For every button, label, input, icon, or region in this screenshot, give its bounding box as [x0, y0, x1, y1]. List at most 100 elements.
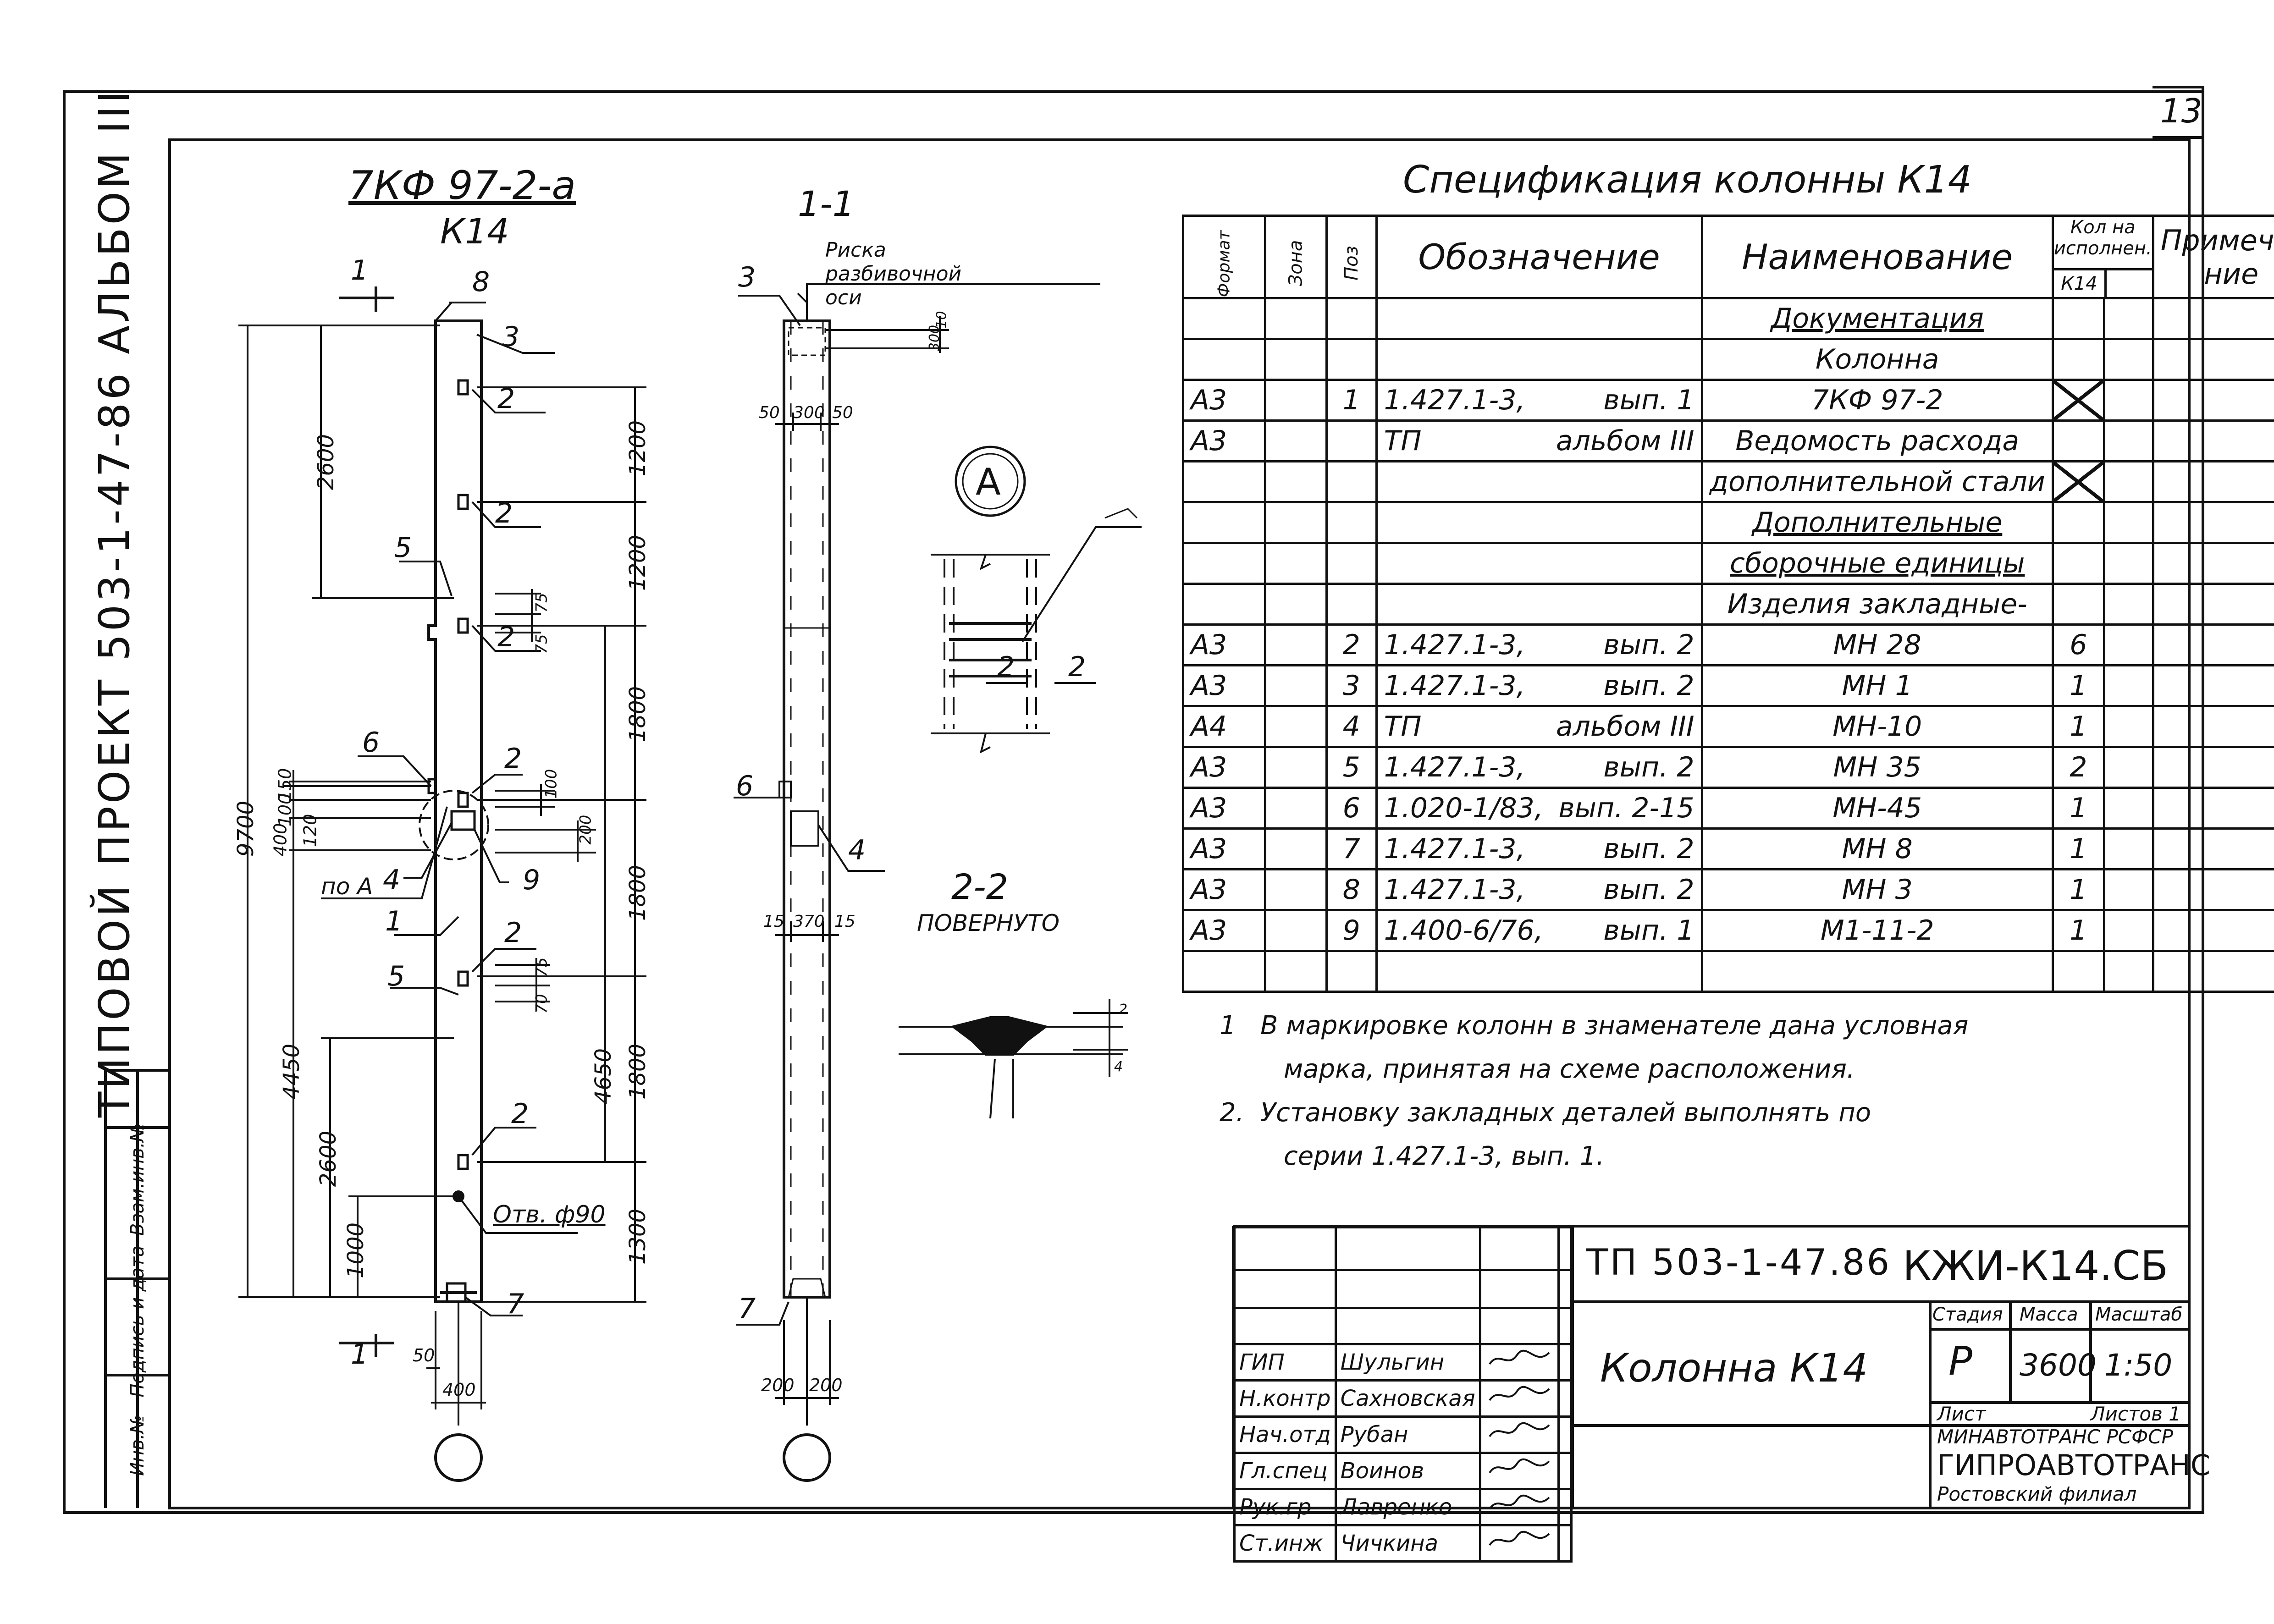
spec-cell-format: А4 — [1181, 705, 1267, 748]
dim-left-2600-bot: 2600 — [315, 1130, 342, 1187]
spec-cell-format: А3 — [1181, 868, 1267, 911]
s11-callout-3: 3 — [738, 261, 756, 293]
dim-right-1800a: 1800 — [625, 686, 651, 743]
column-outline — [427, 319, 483, 1303]
tb-signature — [1479, 1415, 1560, 1454]
spec-cell-pos: 2 — [1325, 623, 1378, 666]
spec-cell-format — [1181, 542, 1267, 585]
spec-cell-name: Изделия закладные- — [1700, 583, 2054, 626]
spec-cell-qty — [2051, 338, 2105, 381]
section22-title: 2-2 — [951, 866, 1009, 907]
spec-cell-qty — [2051, 419, 2105, 462]
spec-cell-format — [1181, 338, 1267, 381]
callout-2c: 2 — [497, 621, 515, 653]
spec-cell-qty-extra — [2103, 787, 2154, 830]
column-mark: 7КФ 97-2-а — [348, 163, 576, 209]
signature-scribble — [1489, 1349, 1550, 1365]
spec-cell-designation — [1375, 950, 1550, 993]
dim-right-1300: 1300 — [625, 1208, 651, 1265]
s22-dim-2: 2 — [1119, 1002, 1128, 1018]
spec-cell-qty: 2 — [2051, 746, 2105, 789]
s11-dim-300: 300 — [793, 403, 825, 422]
spec-cell-designation-issue — [1549, 583, 1703, 626]
tb-empty-cell — [1557, 1269, 1573, 1309]
side-stamp-frame — [104, 1069, 170, 1508]
spec-cell-qty: 1 — [2051, 827, 2105, 870]
section11-note-text: Риска разбивочной оси — [825, 238, 962, 309]
s11-dim-200b: 200 — [809, 1375, 843, 1395]
tb-role: Рук.гр — [1233, 1488, 1337, 1526]
dim-right-1200b: 1200 — [625, 534, 651, 591]
section22-subtitle: повернуто — [917, 910, 1060, 936]
spec-row: дополнительной стали — [1181, 460, 2274, 503]
dim-mid-100: 100 — [542, 769, 561, 799]
page-number-box — [2153, 86, 2204, 139]
spec-cell-format: А3 — [1181, 827, 1267, 870]
section-mark-top: 1 — [351, 254, 369, 286]
tb-date — [1557, 1524, 1573, 1563]
spec-h-zone: Зона — [1264, 215, 1328, 299]
spec-cell-designation-issue — [1549, 542, 1703, 585]
dim-mid-200: 200 — [576, 815, 595, 845]
spec-cell-designation-issue: вып. 2 — [1549, 827, 1703, 870]
note-line-2: марка, принятая на схеме расположения. — [1284, 1054, 1855, 1084]
spec-row: сборочные единицы — [1181, 542, 2274, 585]
note-line-4: серии 1.427.1-3, вып. 1. — [1284, 1141, 1605, 1171]
spec-cell-qty-extra — [2103, 460, 2154, 503]
spec-cell-pos: 1 — [1325, 379, 1378, 422]
spec-cell-qty-extra — [2103, 746, 2154, 789]
tb-org1: МИНАВТОТРАНС РСФСР — [1937, 1426, 2173, 1448]
spec-cell-name: МН 35 — [1700, 746, 2054, 789]
spec-cell-designation-issue — [1549, 338, 1703, 381]
s11-dim-50b: 50 — [832, 403, 853, 422]
tb-mass-h: Масса — [2020, 1304, 2078, 1325]
inner-frame — [168, 138, 2191, 1509]
tb-title: Колонна К14 — [1600, 1345, 1868, 1391]
spec-cell-qty-extra — [2103, 379, 2154, 422]
spec-cell-note — [2152, 583, 2274, 626]
spec-cell-qty-extra — [2103, 419, 2154, 462]
dim-mid-70: 70 — [532, 994, 551, 1014]
tb-mass: 3600 — [2020, 1348, 2097, 1383]
spec-cell-name: Документация — [1700, 297, 2054, 340]
tb-role: ГИП — [1233, 1343, 1337, 1382]
spec-title: Спецификация колонны К14 — [1403, 158, 1972, 202]
spec-cell-note — [2152, 950, 2274, 993]
callout-8: 8 — [472, 266, 490, 298]
dim-mid-75b: 75 — [532, 634, 551, 654]
spec-cell-designation: 1.427.1-3, — [1375, 379, 1550, 422]
spec-cell-designation: ТП — [1375, 705, 1550, 748]
spec-row: Колонна — [1181, 338, 2274, 381]
spec-cell-zone — [1264, 583, 1328, 626]
spec-cell-pos: 6 — [1325, 787, 1378, 830]
spec-cell-qty-extra — [2103, 664, 2154, 707]
callout-1: 1 — [385, 905, 403, 937]
s11-dim-15a: 15 — [763, 912, 784, 931]
tb-sheets: Листов 1 — [2091, 1403, 2181, 1425]
spec-cell-name: 7КФ 97-2 — [1700, 379, 2054, 422]
spec-cell-pos — [1325, 338, 1378, 381]
section11-outline — [783, 319, 831, 1299]
dim-small-400: 400 — [270, 823, 291, 857]
spec-cell-pos — [1325, 297, 1378, 340]
spec-cell-designation-issue: вып. 2 — [1549, 746, 1703, 789]
spec-cell-designation: ТП — [1375, 419, 1550, 462]
tb-date — [1557, 1379, 1573, 1418]
tb-date — [1557, 1415, 1573, 1454]
spec-header-row: Формат Зона Поз Обозначение Наименование… — [1181, 215, 2274, 299]
tb-scale: 1:50 — [2104, 1348, 2173, 1383]
spec-cell-name: М1-11-2 — [1700, 909, 2054, 952]
spec-cell-qty — [2051, 583, 2105, 626]
signature-scribble — [1489, 1530, 1550, 1546]
spec-cell-zone — [1264, 746, 1328, 789]
spec-cell-note — [2152, 909, 2274, 952]
side-stamp-3: Инв.№ — [127, 1415, 148, 1476]
spec-cell-name: Колонна — [1700, 338, 2054, 381]
spec-row: Изделия закладные- — [1181, 583, 2274, 626]
tb-person-name: Рубан — [1334, 1415, 1481, 1454]
tb-stage-h: Стадия — [1932, 1304, 2003, 1325]
spec-cell-note — [2152, 460, 2274, 503]
spec-cell-qty — [2051, 379, 2105, 422]
